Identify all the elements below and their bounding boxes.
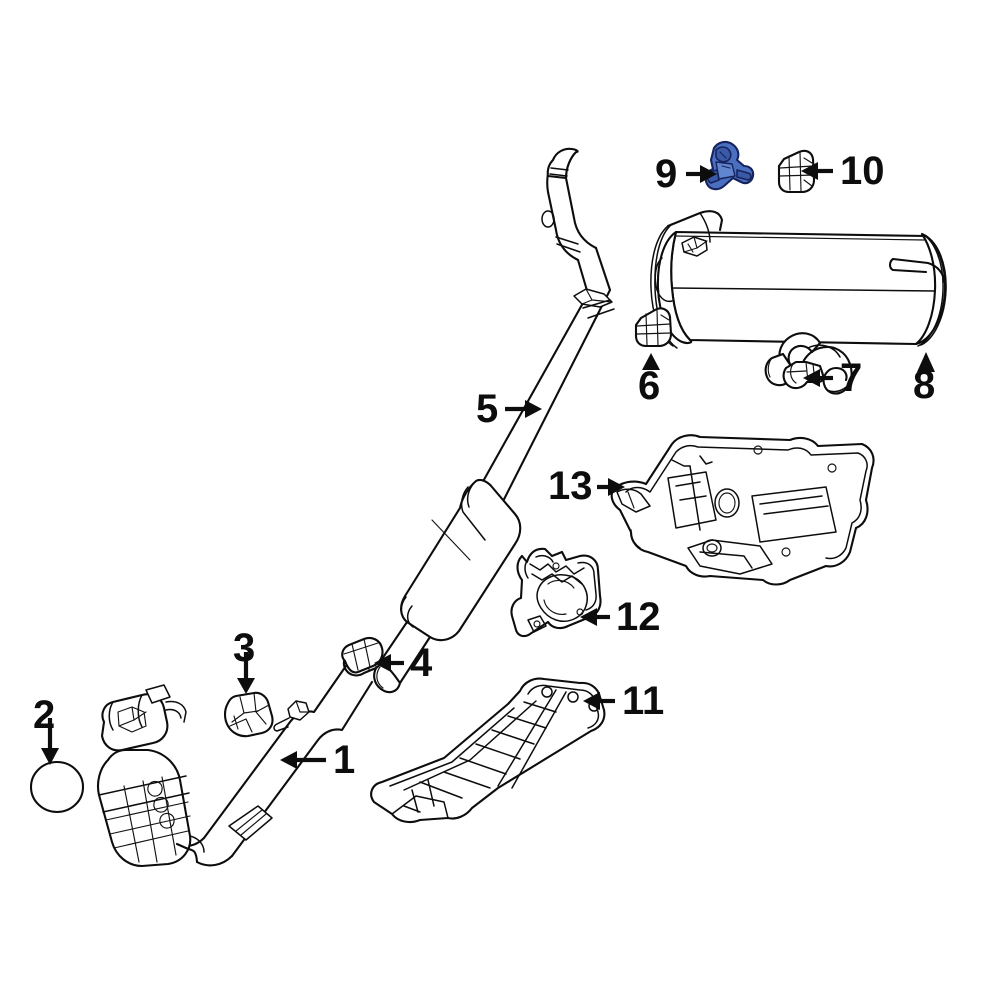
leader-12 xyxy=(580,608,610,626)
part-heat-shield-front[interactable] xyxy=(370,677,606,824)
callout-label-4[interactable]: 4 xyxy=(410,641,433,685)
callout-label-8[interactable]: 8 xyxy=(913,363,936,407)
part-muffler-isolator[interactable] xyxy=(777,149,816,194)
callout-label-2[interactable]: 2 xyxy=(33,693,56,737)
leader-5 xyxy=(505,400,542,418)
leader-10 xyxy=(801,162,833,180)
callout-label-13[interactable]: 13 xyxy=(548,464,593,508)
callout-label-3[interactable]: 3 xyxy=(233,626,256,670)
leader-6 xyxy=(642,353,660,370)
part-heat-shield-resonator[interactable] xyxy=(510,547,602,638)
callout-label-7[interactable]: 7 xyxy=(840,356,863,400)
part-isolator-upper[interactable] xyxy=(634,307,673,348)
leader-4 xyxy=(374,654,404,672)
leader-11 xyxy=(583,692,615,710)
callout-label-12[interactable]: 12 xyxy=(616,595,661,639)
part-heat-shield-rear[interactable] xyxy=(610,434,875,586)
part-muffler-hanger-bracket-highlighted[interactable] xyxy=(704,140,755,191)
leader-2 xyxy=(41,718,59,765)
part-intermediate-pipe-resonator[interactable] xyxy=(373,147,615,694)
callout-label-10[interactable]: 10 xyxy=(840,149,885,193)
part-hanger-bracket[interactable] xyxy=(223,691,274,738)
callout-label-1[interactable]: 1 xyxy=(333,738,356,782)
callout-label-6[interactable]: 6 xyxy=(638,364,661,408)
part-gasket-ring[interactable] xyxy=(29,760,85,814)
leader-8 xyxy=(917,352,935,372)
leader-13 xyxy=(597,478,625,496)
part-catalytic-converter-front-pipe[interactable] xyxy=(96,636,384,868)
callout-label-5[interactable]: 5 xyxy=(476,387,499,431)
callout-label-11[interactable]: 11 xyxy=(622,679,665,723)
leader-1 xyxy=(280,751,326,769)
leader-9 xyxy=(686,165,717,183)
callout-label-9[interactable]: 9 xyxy=(655,152,678,196)
leader-3 xyxy=(237,652,255,694)
leader-7 xyxy=(803,369,833,387)
